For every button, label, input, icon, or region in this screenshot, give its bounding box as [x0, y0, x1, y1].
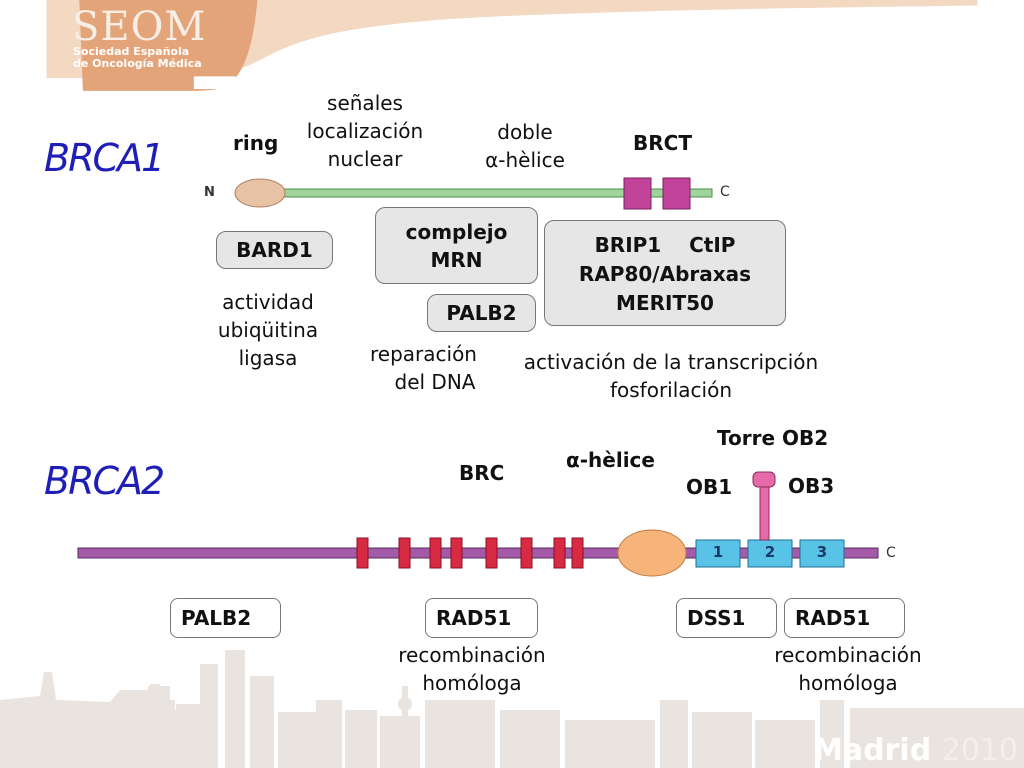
repair-line-2: del DNA: [394, 370, 476, 394]
brca2-ob3-domain: [799, 539, 845, 568]
ubiquitin-line-1: actividad: [222, 290, 314, 314]
brca2-ob1-domain: [695, 539, 741, 568]
logo-subtitle-line-2: de Oncología Médica: [73, 57, 202, 70]
brca2-rad51-box-1: RAD51: [425, 598, 538, 638]
nls-line-2: localización: [306, 119, 424, 143]
brca2-brc-repeat-7: [553, 537, 566, 569]
repair-line-1: reparación: [370, 342, 477, 366]
recomb-a-line-2: homóloga: [422, 671, 522, 695]
brca1-brct-label: BRCT: [633, 131, 692, 155]
brca2-ob2-domain: [747, 539, 793, 568]
brca1-coiled-coil-label: doble α-hèlice: [470, 118, 580, 174]
brca2-brc-label: BRC: [459, 461, 505, 485]
ob-number-2: 2: [764, 543, 776, 561]
ob-number-3: 3: [816, 543, 828, 561]
ubiquitin-line-2: ubiqüitina: [217, 318, 319, 342]
brca2-brc-repeat-3: [429, 537, 442, 569]
brca2-brc-repeat-5: [485, 537, 498, 569]
brct-partners-line-1: BRIP1 CtIP: [594, 233, 736, 257]
recomb-b-line-2: homóloga: [798, 671, 898, 695]
header-banner: [46, 0, 978, 91]
footer-madrid-2010: Madrid 2010: [813, 733, 1018, 768]
brct-partners-line-2: RAP80/Abraxas: [578, 262, 752, 286]
coiled-line-2: α-hèlice: [485, 148, 565, 172]
ubiquitin-ligase-label: actividad ubiqüitina ligasa: [203, 288, 333, 372]
brca2-tower-stalk: [759, 481, 770, 541]
brct-partners-box: BRIP1 CtIP RAP80/Abraxas MERIT50: [544, 220, 786, 326]
brca1-nls-label: señales localización nuclear: [300, 89, 430, 173]
ubiquitin-line-3: ligasa: [238, 346, 298, 370]
brca1-brct-domain-1: [623, 177, 652, 210]
nls-line-3: nuclear: [327, 147, 403, 171]
brca1-n-terminus: N: [204, 185, 215, 200]
brca2-title: BRCA2: [44, 459, 165, 503]
recomb-a-line-1: recombinación: [398, 643, 546, 667]
brca1-title: BRCA1: [44, 136, 165, 180]
brca2-ob1-label: OB1: [686, 475, 733, 499]
brca2-brc-repeat-6: [520, 537, 533, 569]
brca2-helix-domain: [617, 529, 687, 577]
coiled-line-1: doble: [497, 120, 553, 144]
brca2-helix-label: α-hèlice: [566, 448, 655, 472]
transcription-activation-label: activación de la transcripción fosforila…: [508, 348, 834, 404]
ob-number-1: 1: [712, 543, 724, 561]
brca2-c-terminus: C: [886, 545, 896, 561]
brca2-brc-repeat-1: [356, 537, 369, 569]
mrn-line-1: complejo: [405, 220, 508, 244]
brca2-palb2-box: PALB2: [170, 598, 281, 638]
brca2-tower-label: Torre OB2: [717, 426, 829, 450]
brca2-brc-repeat-8: [571, 537, 584, 569]
homologous-recombination-label-2: recombinación homóloga: [768, 641, 928, 697]
brca2-backbone: [77, 547, 879, 559]
brca2-brc-repeat-2: [398, 537, 411, 569]
brca1-palb2-box: PALB2: [427, 294, 536, 332]
logo-subtitle-line-1: Sociedad Española: [73, 45, 190, 58]
bard1-box: BARD1: [216, 231, 333, 269]
brca2-brc-repeat-4: [450, 537, 463, 569]
homologous-recombination-label-1: recombinación homóloga: [392, 641, 552, 697]
recomb-b-line-1: recombinación: [774, 643, 922, 667]
dna-repair-label: reparación del DNA: [370, 340, 500, 396]
brca2-ob3-label: OB3: [788, 474, 835, 498]
transcription-line-2: fosforilación: [609, 378, 733, 402]
nls-line-1: señales: [327, 91, 403, 115]
brca2-tower-head: [752, 471, 776, 488]
transcription-line-1: activación de la transcripción: [523, 350, 819, 374]
mrn-line-2: MRN: [430, 248, 483, 272]
logo-subtitle: Sociedad Española de Oncología Médica: [73, 46, 202, 70]
brca1-brct-domain-2: [662, 177, 691, 210]
brca2-rad51-box-2: RAD51: [784, 598, 905, 638]
brca1-ring-label: ring: [233, 131, 279, 155]
city-skyline: [0, 650, 1024, 768]
logo-title: SEOM: [72, 4, 207, 50]
mrn-complex-box: complejo MRN: [375, 207, 538, 284]
footer-year: 2010: [941, 733, 1018, 768]
brca1-ring-domain: [234, 178, 286, 208]
footer-city: Madrid: [813, 733, 932, 768]
brca1-c-terminus: C: [720, 184, 730, 200]
brct-partners-line-3: MERIT50: [616, 291, 714, 315]
dss1-box: DSS1: [676, 598, 777, 638]
